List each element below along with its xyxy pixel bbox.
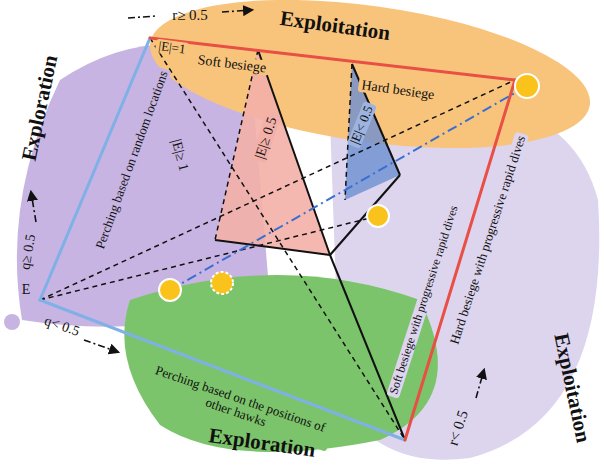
exploration-region-bottom <box>124 275 438 452</box>
vertex-label: E <box>22 282 31 297</box>
dashed-lines <box>40 38 515 440</box>
condition-label: r≥ 0.5 <box>172 7 208 24</box>
frame-lines <box>40 38 515 440</box>
plane-soft <box>215 50 330 255</box>
solid-lines <box>215 50 405 440</box>
start-dot <box>4 314 20 330</box>
direction-arrows <box>31 10 484 398</box>
